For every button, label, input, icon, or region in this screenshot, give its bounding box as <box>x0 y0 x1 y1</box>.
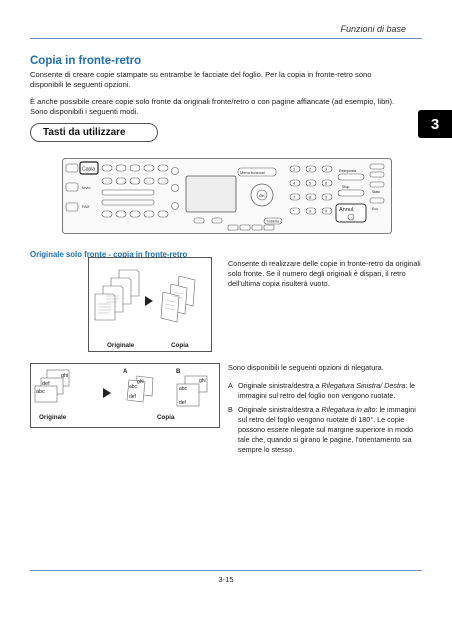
copy-b-page-ghi: ghi <box>199 378 206 384</box>
figure-1-caption-copy: Copia <box>171 342 189 349</box>
option-b-text: Originale sinistra/destra a <box>238 405 322 414</box>
svg-text:5: 5 <box>309 181 312 186</box>
page-number: 3-15 <box>218 575 234 584</box>
intro-paragraph-2: È anche possibile creare copie solo fron… <box>30 97 395 116</box>
binding-intro: Sono disponibili le seguenti opzioni di … <box>228 363 384 372</box>
panel-copy-label: Copia <box>82 167 95 173</box>
arrow-icon <box>145 296 153 306</box>
binding-options-figure: ghi def abc A B ghi abc def ghi abc def … <box>30 363 220 428</box>
binding-options-illustration: ghi def abc A B ghi abc def ghi abc def <box>34 369 208 407</box>
svg-text:9: 9 <box>325 195 328 200</box>
header-section-title: Funzioni di base <box>340 24 406 34</box>
binding-option-b: B Originale sinistra/destra a Rilegatura… <box>228 405 426 455</box>
svg-text:8: 8 <box>309 195 312 200</box>
panel-redial-label: Indietro <box>267 220 279 224</box>
option-a-emphasis: Rilegatura Sinistra/ Destra <box>321 381 406 390</box>
figure-1-caption-original: Originale <box>107 342 135 349</box>
binding-option-a: A Originale sinistra/destra a Rilegatura… <box>228 381 426 401</box>
subsection-1-title: Originale solo fronte - copia in fronte-… <box>30 250 188 259</box>
label-a: A <box>123 369 128 375</box>
option-a-rest: : le immagini sul retro del foglio non v… <box>238 381 415 400</box>
section-title: Copia in fronte-retro <box>30 55 142 67</box>
figure-2-caption-original: Originale <box>39 414 67 421</box>
arrow-icon <box>103 388 111 398</box>
option-b-rest: : le immagini sul retro del foglio vengo… <box>238 405 416 454</box>
orig-page-ghi: ghi <box>61 373 68 379</box>
option-a-key: A <box>228 381 233 390</box>
option-a-text: Originale sinistra/destra a <box>238 381 322 390</box>
keys-to-use-label: Tasti da utilizzare <box>30 123 158 142</box>
panel-menu-label: Menu funzioni <box>240 170 265 175</box>
panel-stop-label: Stop <box>342 185 349 189</box>
label-b: B <box>176 369 181 375</box>
panel-ok-label: OK <box>259 193 265 198</box>
copy-a-page-def: def <box>129 394 137 400</box>
svg-text:4: 4 <box>293 181 296 186</box>
panel-fax-label: FAX <box>82 204 90 209</box>
panel-send-label: Invio <box>82 185 91 190</box>
svg-text:7: 7 <box>293 195 296 200</box>
svg-text:2: 2 <box>309 167 312 172</box>
panel-cancel-label: Annul. <box>339 207 355 213</box>
figure-2-caption-copy: Copia <box>157 414 175 421</box>
copy-b-page-abc: abc <box>179 386 188 392</box>
panel-eco-label: Eco <box>372 207 378 211</box>
header-rule <box>30 38 422 39</box>
svg-text:1: 1 <box>293 167 296 172</box>
copy-key-highlight <box>79 161 99 175</box>
chapter-tab: 3 <box>418 110 452 138</box>
simplex-to-duplex-figure: Originale Copia <box>88 257 212 352</box>
option-b-emphasis: Rilegatura in alto <box>321 405 376 414</box>
subsection-1-description: Consente di realizzare delle copie in fr… <box>228 259 421 288</box>
panel-status-label: Stato <box>372 190 380 194</box>
operation-panel-illustration: Copia Invio FAX Menu funzioni OK Indietr… <box>62 158 392 234</box>
copy-a-page-abc: abc <box>129 384 138 390</box>
orig-page-def: def <box>42 381 50 387</box>
intro-paragraph: Consente di creare copie stampate su ent… <box>30 70 372 89</box>
simplex-to-duplex-illustration <box>94 269 196 323</box>
svg-text:6: 6 <box>325 181 328 186</box>
svg-text:3: 3 <box>325 167 328 172</box>
svg-text:#: # <box>325 209 328 214</box>
copy-a-page-ghi: ghi <box>137 379 144 385</box>
footer-rule <box>30 570 422 571</box>
svg-text:0: 0 <box>309 209 312 214</box>
panel-reset-label: Reimposta <box>339 169 356 173</box>
copy-b-page-def: def <box>179 400 187 406</box>
option-b-key: B <box>228 405 233 414</box>
svg-text:*: * <box>293 209 295 214</box>
orig-page-abc: abc <box>36 389 45 395</box>
binding-options-list: A Originale sinistra/destra a Rilegatura… <box>228 381 426 459</box>
